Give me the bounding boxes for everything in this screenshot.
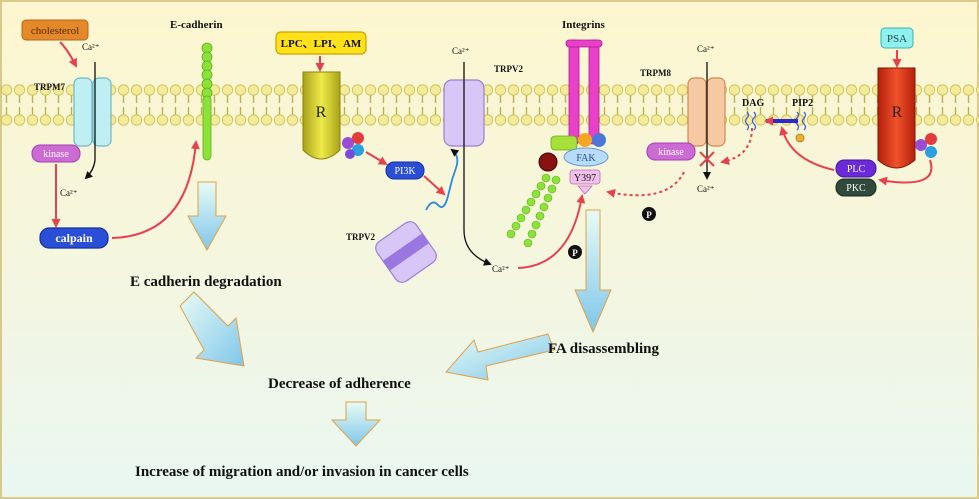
fa-disassembling-text: FA disassembling — [548, 341, 659, 357]
trpm8-channel — [687, 77, 726, 147]
dag-to-trpm8-dashed-arrow — [720, 127, 753, 166]
calcium-to-y397-arrow — [517, 194, 586, 269]
phospho-marker-2 — [642, 207, 656, 221]
cell-membrane — [0, 84, 979, 126]
y397-tip — [577, 185, 593, 195]
kinase-label-trpm8: kinase — [658, 147, 684, 158]
ecadherin-protein — [201, 42, 213, 161]
receptor-red — [877, 67, 916, 169]
pi3k-to-trpv2-arrow — [423, 175, 446, 196]
fak-label: FAK — [576, 153, 596, 164]
calcium-label-trpm7-bottom: Ca²⁺ — [60, 188, 78, 198]
pip2-label: PIP2 — [792, 98, 813, 109]
kinase-badge-trpm8 — [646, 142, 696, 161]
receptor-to-pi3k-arrow — [365, 151, 388, 166]
trpv2-translocation-wave — [425, 148, 460, 211]
trpv2-label: TRPV2 — [494, 64, 523, 74]
kinase-badge-trpm7 — [31, 144, 81, 163]
plc-to-pip2-arrow — [779, 126, 835, 171]
g-protein-complex-2 — [915, 133, 937, 158]
trpv2-vesicle-label: TRPV2 — [346, 232, 375, 242]
calpain-box — [39, 227, 109, 249]
cholesterol-box — [21, 19, 89, 41]
calcium-label-trpm8-bottom: Ca²⁺ — [697, 184, 715, 194]
dag-label: DAG — [742, 98, 764, 109]
pkc-box — [835, 178, 877, 197]
increase-migration-text: Increase of migration and/or invasion in… — [135, 464, 469, 480]
plc-label: PLC — [847, 164, 866, 175]
calpain-to-ecadherin-arrow — [111, 140, 200, 239]
y397-site — [569, 169, 601, 185]
kinase-to-y397-dashed-arrow — [606, 171, 685, 198]
phospho-label-1: P — [572, 248, 578, 258]
calpain-label: calpain — [55, 231, 93, 245]
y397-label: Y397 — [574, 173, 596, 184]
kinase-label-trpm7: kinase — [43, 149, 69, 160]
calcium-label-trpm7-top: Ca²⁺ — [82, 42, 100, 52]
ecadherin-label: E-cadherin — [170, 19, 223, 31]
ecadherin-degradation-text: E cadherin degradation — [130, 274, 282, 290]
phospho-marker-1 — [568, 245, 582, 259]
inhibition-cross — [699, 151, 715, 167]
ligands-box — [275, 31, 367, 55]
fak-protein — [563, 147, 609, 167]
receptor-red-label: R — [892, 104, 903, 121]
phospho-label-2: P — [646, 210, 652, 220]
trpm7-channel — [73, 77, 112, 147]
dag-lipid — [744, 111, 757, 131]
decrease-adherence-text: Decrease of adherence — [268, 376, 411, 392]
calcium-label-trpv2-bottom: Ca²⁺ — [492, 264, 510, 274]
psa-label: PSA — [887, 33, 907, 45]
trpm7-calcium-flow-arrow — [84, 62, 96, 180]
pi3k-label: PI3K — [394, 166, 416, 177]
pkc-label: PKC — [846, 183, 866, 194]
receptor-to-plc-arrow — [878, 159, 933, 186]
talin-bead-chains — [506, 173, 561, 248]
psa-box — [880, 27, 914, 49]
plc-box — [835, 159, 877, 178]
arrow-ecad-to-adherence — [179, 291, 245, 367]
trpm7-label: TRPM7 — [34, 82, 65, 92]
arrow-to-ecadherin-degradation — [187, 181, 227, 252]
cholesterol-label: cholesterol — [31, 25, 79, 37]
trpv2-calcium-flow-arrow — [463, 62, 492, 266]
trpm8-label: TRPM8 — [640, 68, 671, 78]
receptor-yellow-label: R — [316, 104, 327, 121]
g-protein-complex-1 — [342, 132, 364, 159]
focal-adhesion-complex — [538, 133, 606, 172]
trpv2-vesicle-channel — [375, 221, 437, 283]
integrins-label: Integrins — [562, 19, 606, 31]
receptor-yellow — [302, 71, 341, 160]
calcium-label-trpm8-top: Ca²⁺ — [697, 44, 715, 54]
arrow-to-migration-increase — [330, 401, 382, 447]
calcium-label-trpv2-top: Ca²⁺ — [452, 46, 470, 56]
ligands-label: LPC、LPI、AM — [281, 38, 362, 50]
integrin-heterodimer — [565, 39, 603, 145]
arrow-to-fa-disassembling — [574, 209, 612, 334]
pi3k-box — [385, 161, 425, 180]
cholesterol-arrow — [59, 41, 77, 68]
arrow-fa-to-adherence — [445, 333, 555, 381]
